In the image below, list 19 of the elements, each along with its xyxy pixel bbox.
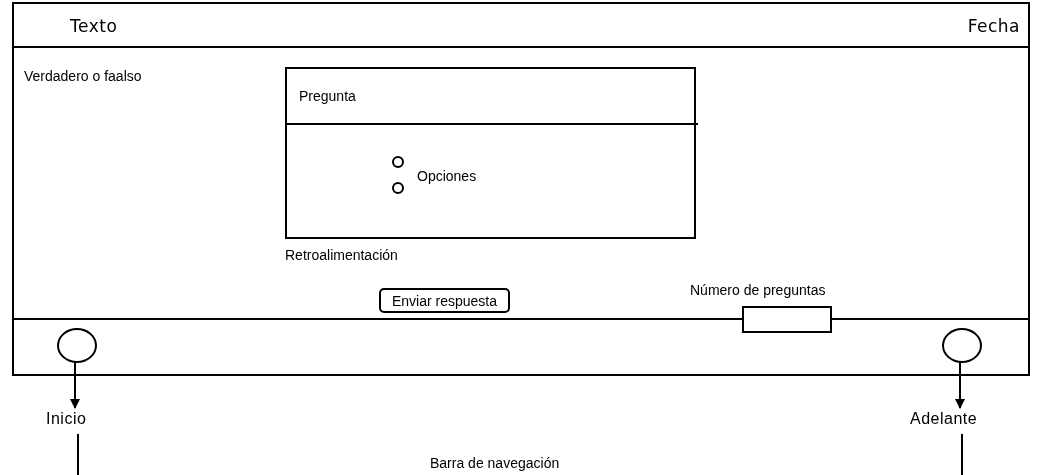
- title-text: Texto: [70, 16, 118, 36]
- question-text: Pregunta: [299, 88, 356, 104]
- question-count-label: Número de preguntas: [690, 282, 826, 298]
- question-type-text: Verdadero o faalso: [24, 68, 142, 84]
- question-card: [285, 67, 696, 239]
- date-text: Fecha: [967, 16, 1020, 36]
- header-bar: [12, 2, 1030, 46]
- options-text: Opciones: [417, 168, 477, 184]
- nav-label: Inicio: [46, 410, 108, 432]
- caption-text: Barra de navegación: [430, 455, 560, 471]
- navigation-bar: [12, 318, 1030, 376]
- forward-circle: [942, 328, 982, 363]
- home-circle: [57, 328, 97, 363]
- feedback-text: Retroalimentación: [285, 247, 398, 263]
- question-count-field: [742, 306, 832, 333]
- submit-button: Enviar respuesta: [379, 288, 510, 313]
- arrow: [955, 360, 965, 409]
- arrow: [70, 360, 80, 409]
- nav-label: Adelante: [910, 410, 1022, 432]
